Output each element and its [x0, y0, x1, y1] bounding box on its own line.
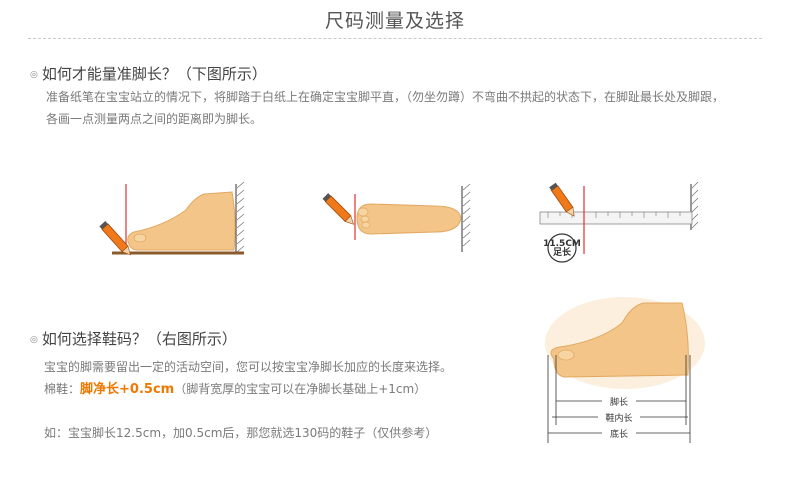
section1-line1: 准备纸笔在宝宝站立的情况下，将脚踏于白纸上在确定宝宝脚平直，（勿坐勿蹲）不弯曲不… [46, 90, 725, 104]
dim-label-inner-length: 鞋内长 [605, 412, 632, 424]
section2-heading: ◎如何选择鞋码？（右图所示） [30, 328, 237, 349]
section2-line1: 宝宝的脚需要留出一定的活动空间，您可以按宝宝净脚长加应的长度来选择。 [44, 360, 453, 374]
section1-heading: ◎如何才能量准脚长？（下图所示） [30, 63, 267, 84]
section2-text: 宝宝的脚需要留出一定的活动空间，您可以按宝宝净脚长加应的长度来选择。 棉鞋：脚净… [44, 356, 514, 401]
section1-line2: 各画一点测量两点之间的距离即为脚长。 [46, 112, 263, 126]
dim-label-foot-length: 脚长 [610, 396, 628, 408]
circle-bullet-icon: ◎ [30, 70, 38, 80]
section1-text: 准备纸笔在宝宝站立的情况下，将脚踏于白纸上在确定宝宝脚平直，（勿坐勿蹲）不弯曲不… [46, 86, 776, 130]
dim-label-sole-length: 底长 [610, 428, 628, 440]
section2-heading-text: 如何选择鞋码？（右图所示） [41, 330, 237, 348]
shoe-type-label: 棉鞋： [44, 382, 81, 396]
section2-line2: 棉鞋：脚净长+0.5cm（脚背宽厚的宝宝可以在净脚长基础上+1cm） [44, 378, 514, 401]
size-formula-highlight: 脚净长+0.5cm [80, 382, 175, 397]
ruler-badge-bottom: 足长 [553, 246, 572, 258]
page-title: 尺码测量及选择 [324, 10, 465, 32]
ruler-measure-illustration: 11.5CM 足长 [539, 181, 699, 263]
ruler-badge-top: 11.5CM [543, 239, 581, 249]
title-divider [28, 38, 762, 39]
foot-dimension-illustration: 脚长 鞋内长 底长 [545, 297, 705, 443]
section2-example: 如：宝宝脚长12.5cm，加0.5cm后，那您就选130码的鞋子（仅供参考） [44, 426, 438, 440]
foot-top-view-illustration [322, 183, 471, 252]
size-formula-note: （脚背宽厚的宝宝可以在净脚长基础上+1cm） [174, 382, 427, 396]
section1-heading-text: 如何才能量准脚长？（下图所示） [41, 65, 267, 83]
circle-bullet-icon: ◎ [30, 335, 38, 345]
foot-side-view-illustration [99, 181, 245, 256]
